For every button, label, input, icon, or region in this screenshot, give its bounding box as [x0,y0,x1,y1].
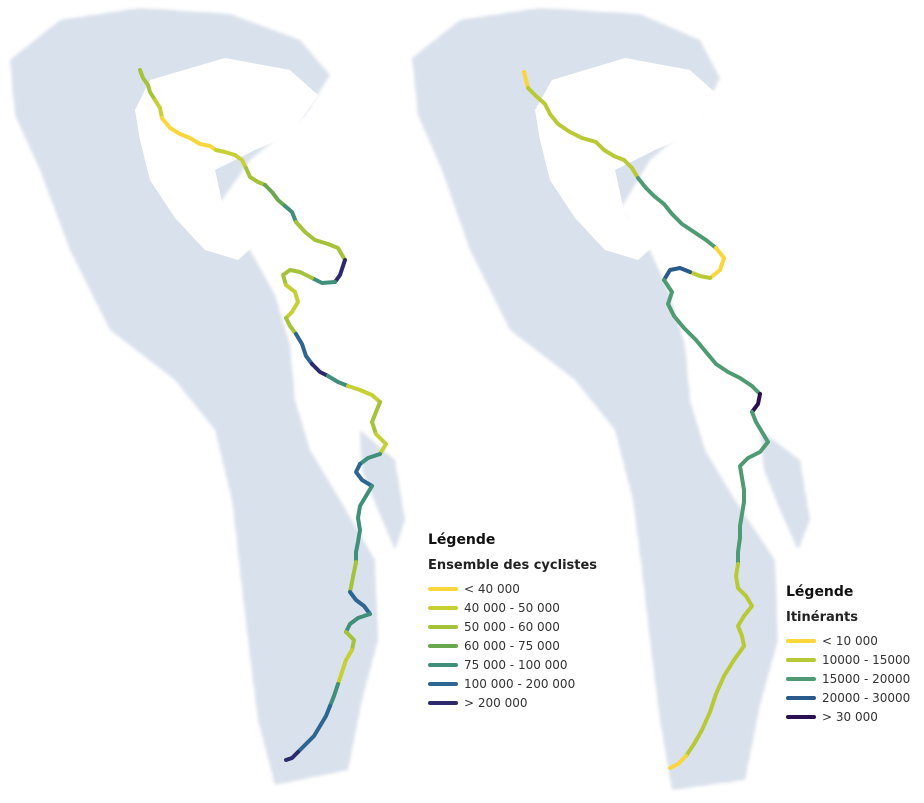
legend-left: Légende Ensemble des cyclistes < 40 000 … [428,532,597,712]
left-water [135,58,352,452]
legend-label: 20000 - 30000 [822,690,911,705]
legend-item: > 200 000 [428,693,597,712]
legend-right: Légende Itinérants < 10 000 10000 - 1500… [786,584,910,726]
right-map [412,8,810,790]
legend-item: 10000 - 15000 [786,650,910,669]
legend-item: < 10 000 [786,631,910,650]
left-route [138,68,388,762]
right-water [535,58,754,452]
legend-items: < 40 000 40 000 - 50 000 50 000 - 60 000… [428,579,597,712]
legend-swatch [428,605,458,610]
legend-item: 40 000 - 50 000 [428,598,597,617]
legend-label: 50 000 - 60 000 [464,619,560,634]
legend-item: 60 000 - 75 000 [428,636,597,655]
right-route [522,70,770,770]
legend-swatch [428,700,458,705]
legend-title: Légende [786,584,854,600]
legend-swatch [786,638,816,643]
legend-item: < 40 000 [428,579,597,598]
legend-swatch [428,586,458,591]
legend-item: 15000 - 20000 [786,669,910,688]
legend-item: > 30 000 [786,707,910,726]
legend-label: 60 000 - 75 000 [464,638,560,653]
legend-label: > 30 000 [822,709,878,724]
legend-label: > 200 000 [464,695,528,710]
legend-swatch [428,662,458,667]
legend-item: 50 000 - 60 000 [428,617,597,636]
legend-label: 10000 - 15000 [822,652,911,667]
legend-swatch [786,657,816,662]
legend-item: 75 000 - 100 000 [428,655,597,674]
legend-item: 20000 - 30000 [786,688,910,707]
legend-label: 100 000 - 200 000 [464,676,576,691]
legend-swatch [786,695,816,700]
legend-swatch [786,714,816,719]
legend-label: 40 000 - 50 000 [464,600,560,615]
left-map [10,8,405,785]
legend-subtitle: Ensemble des cyclistes [428,558,598,573]
legend-swatch [428,624,458,629]
legend-swatch [428,681,458,686]
legend-label: < 40 000 [464,581,520,596]
legend-label: 15000 - 20000 [822,671,911,686]
legend-swatch [428,643,458,648]
legend-swatch [786,676,816,681]
legend-item: 100 000 - 200 000 [428,674,597,693]
legend-items: < 10 000 10000 - 15000 15000 - 20000 200… [786,631,910,726]
legend-label: < 10 000 [822,633,878,648]
legend-title: Légende [428,532,496,548]
legend-subtitle: Itinérants [786,610,858,625]
legend-label: 75 000 - 100 000 [464,657,568,672]
